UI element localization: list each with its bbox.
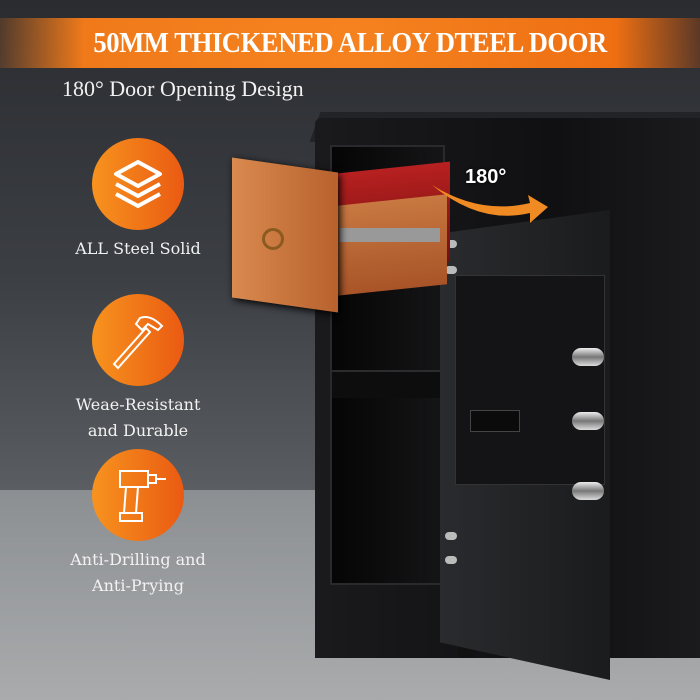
drawer-rail xyxy=(340,228,440,242)
feature-steel: ALL Steel Solid xyxy=(38,138,238,262)
hinge xyxy=(445,532,457,540)
headline-banner: 50MM THICKENED ALLOY DTEEL DOOR xyxy=(0,18,700,68)
subtitle: 180° Door Opening Design xyxy=(62,76,304,101)
feature-drill: Anti-Drilling and Anti-Prying xyxy=(38,449,238,599)
feature-label: Anti-Prying xyxy=(92,576,184,595)
lock-bolt xyxy=(572,482,604,500)
feature-label: Weae-Resistant xyxy=(75,395,201,414)
drill-icon xyxy=(92,449,184,541)
feature-wear: Weae-Resistant and Durable xyxy=(38,294,238,444)
drawer-knob-icon[interactable] xyxy=(262,228,284,250)
keypad[interactable] xyxy=(470,410,520,432)
hinge xyxy=(445,266,457,274)
door-angle-label: 180° xyxy=(465,166,507,188)
hinge xyxy=(445,556,457,564)
feature-label: and Durable xyxy=(87,421,189,440)
feature-label: ALL Steel Solid xyxy=(75,239,201,258)
safe-shelf xyxy=(332,370,442,398)
rotate-arrow-icon xyxy=(432,185,548,223)
feature-label: Anti-Drilling and xyxy=(70,550,206,569)
lock-bolt xyxy=(572,412,604,430)
hammer-icon xyxy=(92,294,184,386)
headline: 50MM THICKENED ALLOY DTEEL DOOR xyxy=(93,26,607,59)
layers-icon xyxy=(92,138,184,230)
drawer[interactable] xyxy=(232,157,338,313)
hinge xyxy=(445,240,457,248)
lock-bolt xyxy=(572,348,604,366)
door-lock-panel xyxy=(455,275,605,485)
